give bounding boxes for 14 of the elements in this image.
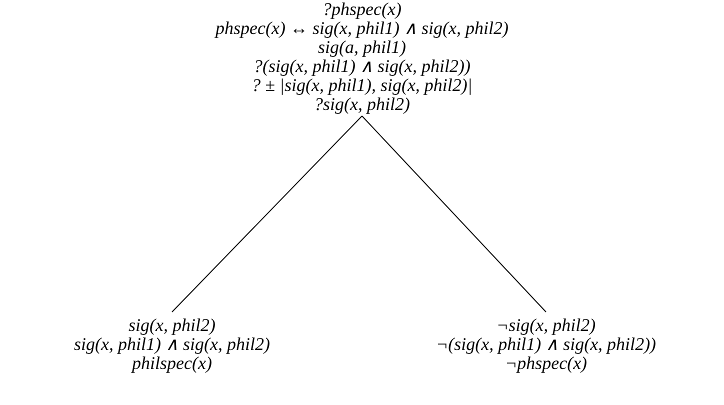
formula-text: philspec(x) [132, 354, 212, 373]
formula-text: ¬(sig(x, phil1) ∧ sig(x, phil2)) [436, 335, 656, 354]
connector-line [362, 116, 546, 312]
formula-text: ? ± |sig(x, phil1), sig(x, phil2)| [252, 76, 472, 95]
formula-text: ¬sig(x, phil2) [496, 316, 596, 335]
formula-text: ?phspec(x) [322, 0, 402, 19]
formula-text: ¬phspec(x) [504, 354, 588, 373]
connector-line [172, 116, 362, 312]
formula-text: ?sig(x, phil2) [314, 95, 410, 114]
formula-text: phspec(x) ↔ sig(x, phil1) ∧ sig(x, phil2) [216, 19, 508, 38]
formula-text: sig(x, phil2) [128, 316, 216, 335]
formula-text: ?(sig(x, phil1) ∧ sig(x, phil2)) [254, 57, 470, 76]
formula-text: sig(x, phil1) ∧ sig(x, phil2) [74, 335, 270, 354]
formula-text: sig(a, phil1) [318, 38, 406, 57]
